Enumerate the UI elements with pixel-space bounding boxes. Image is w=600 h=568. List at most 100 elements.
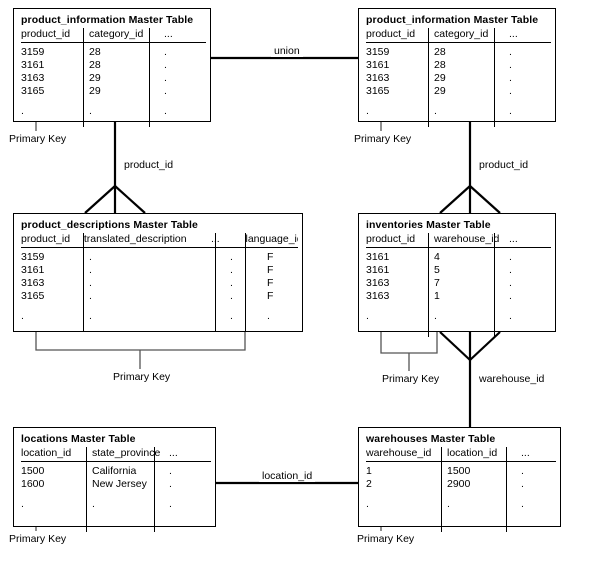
table-row[interactable]: 3161 28 . [366,59,551,72]
cell: . [447,498,450,511]
cell: . [164,59,167,72]
cell: 5 [434,264,440,277]
table-product-information-right[interactable]: product_information Master Table product… [358,8,556,127]
cell: 3163 [21,277,45,290]
table-row[interactable]: 1600 New Jersey . [21,478,211,491]
table-body: 3161 4 . 3161 5 . 3163 7 . 3163 1 . [366,248,551,323]
table-row-ellipsis: . . . [366,498,556,511]
cell: 1500 [21,465,45,478]
table-row[interactable]: 3159 28 . [366,46,551,59]
cell: . [164,105,167,118]
table-warehouses[interactable]: warehouses Master Table warehouse_id loc… [358,427,561,532]
table-row[interactable]: 1500 California . [21,465,211,478]
column-header: warehouse_id [434,233,500,245]
relationship-label-warehouse-id: warehouse_id [476,373,548,385]
table-row[interactable]: 1 1500 . [366,465,556,478]
column-header: product_id [366,233,416,245]
cell: . [366,498,369,511]
table-row[interactable]: 3159 28 . [21,46,206,59]
primary-key-label-warehouses: Primary Key [357,533,415,545]
cell: . [21,310,24,323]
table-body: 1500 California . 1600 New Jersey . . . … [21,462,211,511]
table-row[interactable]: 3165 . . F [21,290,298,303]
header-rule [21,42,206,44]
cell: . [89,277,92,290]
column-header: ... [509,233,518,245]
cell: 3161 [366,264,390,277]
table-body: 3159 28 . 3161 28 . 3163 29 . 3165 29 [21,43,206,118]
table-product-information-left[interactable]: product_information Master Table product… [13,8,211,127]
cell: 1 [366,465,372,478]
cell: . [267,310,270,323]
table-row[interactable]: 3165 29 . [21,85,206,98]
column-header: product_id [21,28,71,40]
cell: 29 [434,72,446,85]
column-header: warehouse_id [366,447,432,459]
cell: . [230,310,233,323]
cell: . [521,498,524,511]
table-locations[interactable]: locations Master Table location_id state… [13,427,216,532]
table-row[interactable]: 3163 29 . [366,72,551,85]
table-row[interactable]: 2 2900 . [366,478,556,491]
cell: . [509,264,512,277]
table-row[interactable]: 3165 29 . [366,85,551,98]
table-row[interactable]: 3163 1 . [366,290,551,303]
cell: . [230,264,233,277]
table-row[interactable]: 3163 7 . [366,277,551,290]
cell: F [267,290,274,303]
column-divider [506,447,508,532]
cell: 1 [434,290,440,303]
cell: 29 [434,85,446,98]
table-row-ellipsis: . . . [366,310,551,323]
cell: 29 [89,72,101,85]
cell: . [521,478,524,491]
primary-key-label-product-information-left: Primary Key [9,133,67,145]
table-row[interactable]: 3163 . . F [21,277,298,290]
relationship-label-union: union [271,45,303,57]
table-header-row: product_id warehouse_id ... [366,233,551,247]
table-header-row: product_id category_id ... [366,28,551,42]
table-body: 3159 . . F 3161 . . F 3163 . . F [21,248,298,323]
table-inventories[interactable]: inventories Master Table product_id ware… [358,213,556,337]
cell: 7 [434,277,440,290]
header-rule [21,461,211,463]
primary-key-label-product-information-right: Primary Key [354,133,412,145]
cell: . [164,85,167,98]
table-row[interactable]: 3161 5 . [366,264,551,277]
cell: 3159 [366,46,390,59]
table-row-ellipsis: . . . [366,105,551,118]
cell: . [21,498,24,511]
table-row[interactable]: 3161 4 . [366,251,551,264]
header-rule [21,247,298,249]
table-header-row: product_id translated_description ... la… [21,233,298,247]
table-product-descriptions[interactable]: product_descriptions Master Table produc… [13,213,303,332]
column-divider [428,233,430,337]
cell: 1500 [447,465,471,478]
header-rule [366,247,551,249]
pk-bracket-product-descriptions [35,332,246,369]
column-header: translated_description [83,233,187,245]
primary-key-label-product-descriptions: Primary Key [113,371,171,383]
column-header: location_id [447,447,498,459]
cell: 4 [434,251,440,264]
column-header: product_id [21,233,71,245]
table-row-ellipsis: . . . [21,105,206,118]
cell: . [169,498,172,511]
cell: . [366,105,369,118]
cell: 28 [89,59,101,72]
table-row[interactable]: 3161 . . F [21,264,298,277]
table-row[interactable]: 3159 . . F [21,251,298,264]
table-row[interactable]: 3163 29 . [21,72,206,85]
cell: . [169,465,172,478]
cell: . [92,498,95,511]
column-divider [428,28,430,127]
cell: . [509,105,512,118]
cell: . [169,478,172,491]
column-divider [83,28,85,127]
column-divider [154,447,156,532]
cell: 3161 [21,59,45,72]
column-header: ... [521,447,530,459]
cell: 3165 [21,85,45,98]
table-row[interactable]: 3161 28 . [21,59,206,72]
